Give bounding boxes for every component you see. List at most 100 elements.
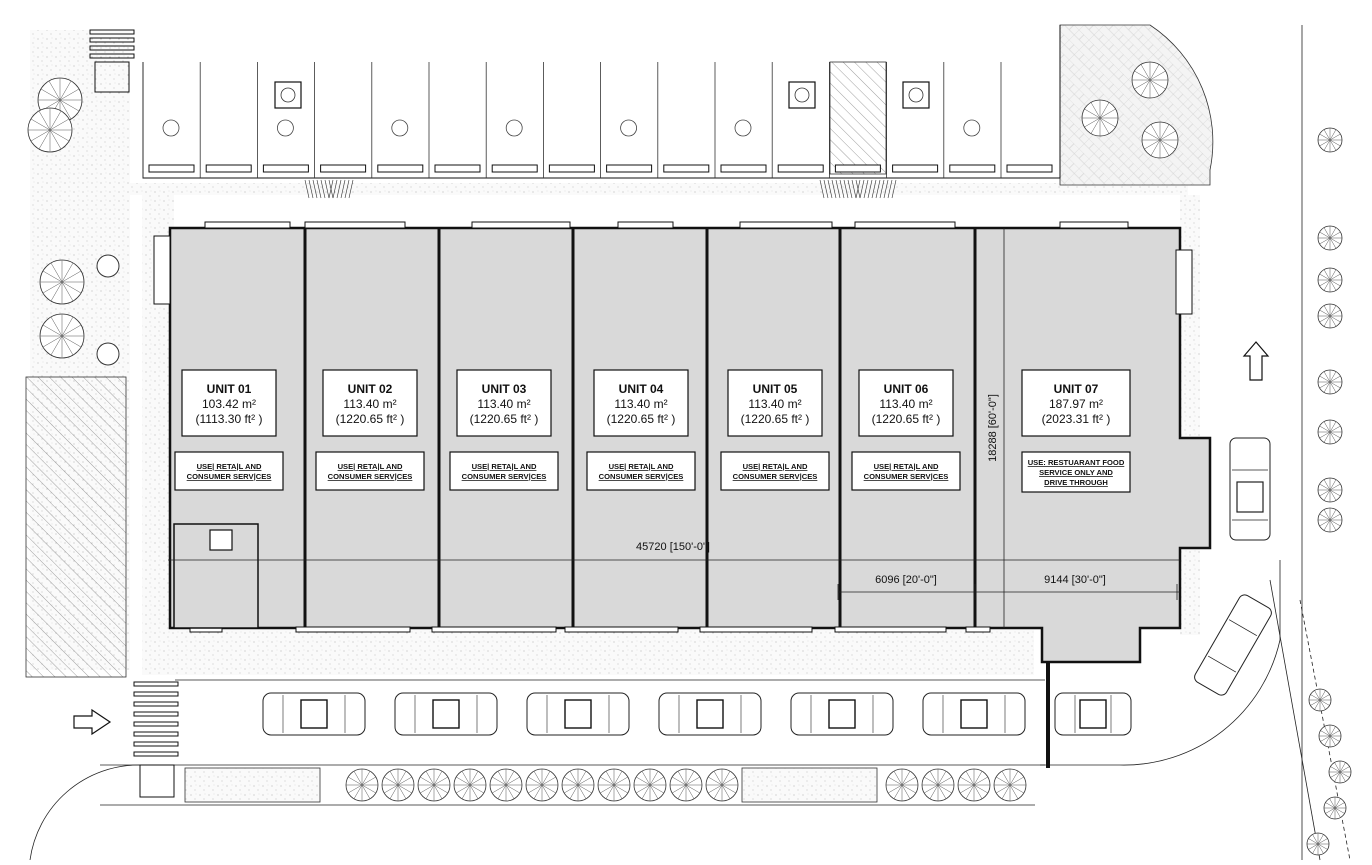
wheel-stop xyxy=(663,164,710,173)
unit-name: UNIT 05 xyxy=(753,382,798,396)
tree-icon xyxy=(1141,121,1179,159)
tree-icon xyxy=(885,768,919,802)
wheel-stop xyxy=(548,164,595,173)
unit-name: UNIT 03 xyxy=(482,382,527,396)
tree-icon xyxy=(633,768,667,802)
unit-name: UNIT 04 xyxy=(619,382,664,396)
unit-use-box xyxy=(449,451,559,491)
depth-dimension-label: 18288 [60'-0"] xyxy=(987,394,999,462)
storefront-window xyxy=(431,626,557,633)
unit-area-ft2: (1220.65 ft² ) xyxy=(607,412,676,426)
tree-icon xyxy=(1317,477,1343,503)
storefront-windows xyxy=(189,221,1129,633)
unit-area-m2: 113.40 m² xyxy=(879,397,932,411)
wheel-stop xyxy=(434,164,481,173)
unit-area-box xyxy=(322,369,418,437)
unit-use-text: USE| RETA|L AND xyxy=(472,462,537,471)
tree-icon xyxy=(453,768,487,802)
unit-width-label: 6096 [20'-0"] xyxy=(875,574,937,586)
unit-use-text: CONSUMER SERV|CES xyxy=(864,472,949,481)
planter-icon xyxy=(162,119,180,137)
unit-use-box xyxy=(586,451,696,491)
wheel-stop xyxy=(491,164,538,173)
tree-icon xyxy=(1131,61,1169,99)
tree-grate-icon xyxy=(274,81,302,109)
unit-area-m2: 113.40 m² xyxy=(343,397,396,411)
unit-use-text: DRIVE THROUGH xyxy=(1044,478,1108,487)
unit-use-text: USE| RETA|L AND xyxy=(743,462,808,471)
unit-area-box xyxy=(456,369,552,437)
tree-icon xyxy=(1318,724,1342,748)
planter-icon xyxy=(96,342,120,366)
tree-icon xyxy=(993,768,1027,802)
unit-use-text: CONSUMER SERV|CES xyxy=(187,472,272,481)
tree-icon xyxy=(345,768,379,802)
planter-icon xyxy=(96,254,120,278)
unit-name: UNIT 06 xyxy=(884,382,929,396)
hatched-pad-west xyxy=(25,376,127,678)
wheel-stop xyxy=(777,164,824,173)
tree-icon xyxy=(1306,832,1330,856)
unit-area-m2: 113.40 m² xyxy=(614,397,667,411)
tree-icon xyxy=(1317,267,1343,293)
entry-arrow-icon xyxy=(73,708,112,736)
storefront-window xyxy=(739,221,833,229)
planter-bed xyxy=(741,767,878,803)
tree-icon xyxy=(39,313,85,359)
unit-use-text: USE| RETA|L AND xyxy=(338,462,403,471)
unit-area-m2: 113.40 m² xyxy=(748,397,801,411)
unit-area-box xyxy=(858,369,954,437)
unit-area-m2: 113.40 m² xyxy=(477,397,530,411)
unit-area-m2: 187.97 m² xyxy=(1049,397,1103,411)
overall-dimension-label: 45720 [150'-0"] xyxy=(636,541,710,553)
unit-use-text: USE: RESTUARANT FOOD xyxy=(1028,458,1125,467)
unit-use-box xyxy=(315,451,425,491)
tree-icon xyxy=(489,768,523,802)
tree-icon xyxy=(561,768,595,802)
unit-use-box xyxy=(720,451,830,491)
building-footprint xyxy=(168,226,1212,664)
north-parking-row xyxy=(142,25,1061,199)
unit-use-text: CONSUMER SERV|CES xyxy=(733,472,818,481)
tree-icon xyxy=(1317,303,1343,329)
unit-name: UNIT 07 xyxy=(1054,382,1099,396)
unit-use-box xyxy=(851,451,961,491)
wheel-stop xyxy=(606,164,653,173)
hatched-stall xyxy=(829,61,887,175)
unit-area-ft2: (1113.30 ft² ) xyxy=(196,412,263,426)
tree-icon xyxy=(669,768,703,802)
unit-name: UNIT 01 xyxy=(207,382,252,396)
wheel-stop xyxy=(205,164,252,173)
crosswalk-north xyxy=(89,29,135,93)
storefront-window xyxy=(834,626,947,633)
unit-area-ft2: (1220.65 ft² ) xyxy=(741,412,810,426)
unit-use-text: USE| RETA|L AND xyxy=(197,462,262,471)
car-icon xyxy=(526,692,630,736)
planter-icon xyxy=(620,119,637,137)
storefront-window xyxy=(564,626,679,633)
planter-icon xyxy=(276,119,294,137)
storefront-window xyxy=(295,626,411,633)
tree-icon xyxy=(1308,688,1332,712)
wheel-stop xyxy=(720,164,767,173)
unit-area-ft2: (1220.65 ft² ) xyxy=(336,412,405,426)
tree-icon xyxy=(597,768,631,802)
unit-use-text: CONSUMER SERV|CES xyxy=(328,472,413,481)
wheel-stop xyxy=(892,164,939,173)
landscape-trees xyxy=(27,61,1352,856)
unit-use-box xyxy=(1021,451,1131,493)
north-arrow-icon xyxy=(1242,341,1270,381)
unit-use-text: USE| RETA|L AND xyxy=(609,462,674,471)
unit-area-box xyxy=(727,369,823,437)
south-parking-row xyxy=(262,692,1132,736)
storefront-window xyxy=(965,626,991,633)
unit-area-m2: 103.42 m² xyxy=(202,397,256,411)
unit-area-box xyxy=(593,369,689,437)
tree-icon xyxy=(381,768,415,802)
unit-use-text: CONSUMER SERV|CES xyxy=(462,472,547,481)
